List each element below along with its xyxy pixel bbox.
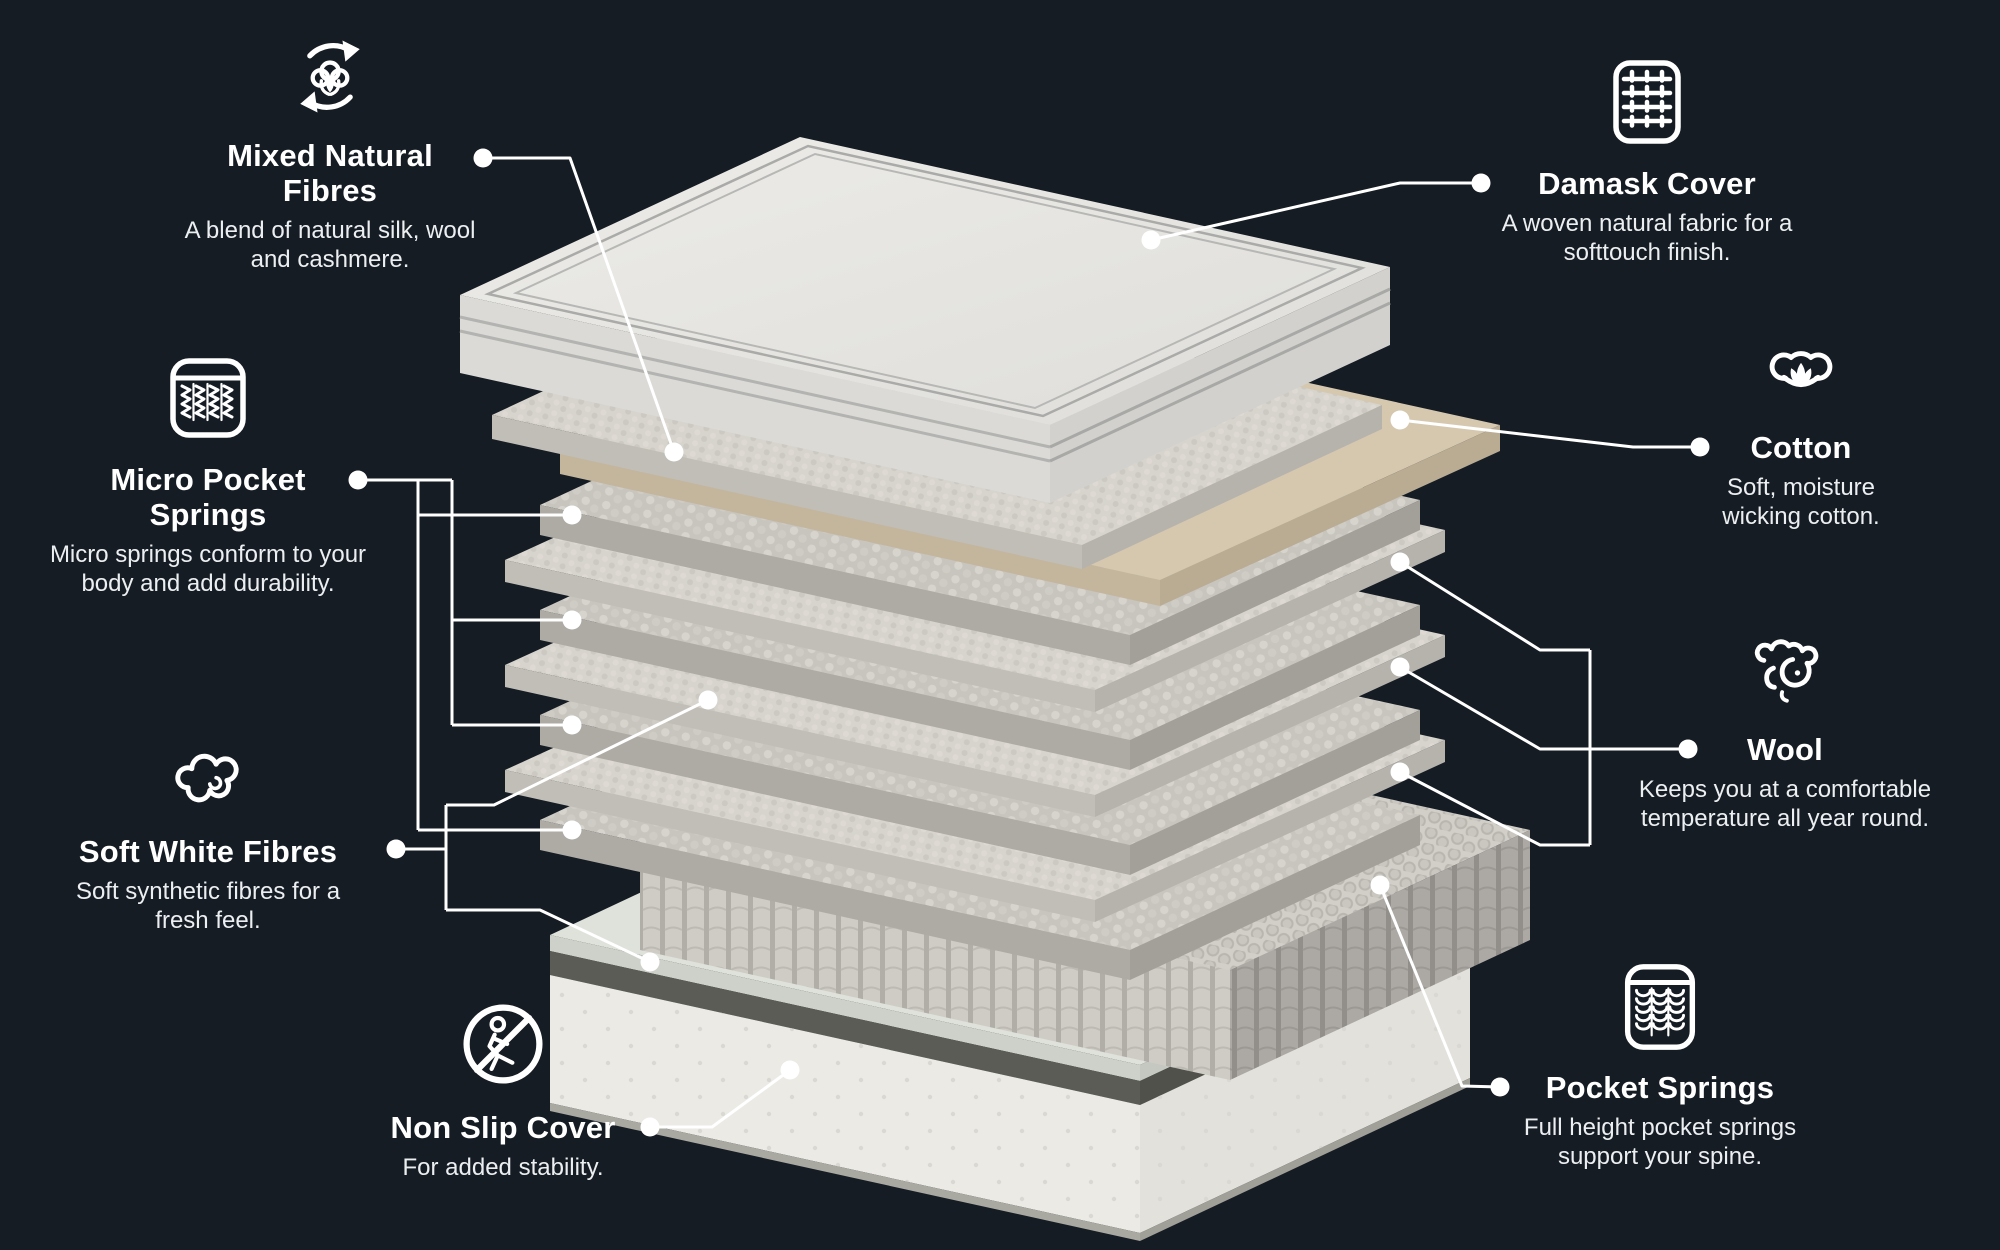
woven-fabric-icon — [1477, 52, 1817, 152]
dot-layer-micro-springs-1 — [562, 505, 582, 525]
dot-layer-non-slip — [780, 1060, 800, 1080]
line-micro-springs-outer-bracket — [416, 480, 572, 832]
dot-layer-cotton — [1390, 410, 1410, 430]
callout-description: Keeps you at a comfortable temperature a… — [1638, 776, 1932, 832]
callout-wool: Wool Keeps you at a comfortable temperat… — [1595, 622, 1975, 834]
pocket-springs-icon — [1490, 958, 1830, 1056]
natural-fibres-cycle-icon — [160, 28, 500, 124]
dot-label-non-slip — [640, 1117, 660, 1137]
callout-description: A blend of natural silk, wool and cashme… — [184, 217, 476, 273]
callout-title: Soft White Fibres — [78, 834, 338, 869]
dot-label-mixed — [473, 148, 493, 168]
callout-damask-cover: Damask Cover A woven natural fabric for … — [1477, 52, 1817, 268]
dot-layer-soft-fibres-upper — [698, 690, 718, 710]
callout-description: Soft, moisture wicking cotton. — [1722, 474, 1880, 530]
callout-description: Soft synthetic fibres for a fresh feel. — [75, 878, 341, 934]
callout-title: Pocket Springs — [1545, 1070, 1775, 1105]
callout-non-slip-cover: Non Slip Cover For added stability. — [333, 992, 673, 1183]
dot-layer-micro-springs-2 — [562, 610, 582, 630]
line-soft-white-fibres — [396, 698, 709, 964]
callout-title: Damask Cover — [1538, 166, 1756, 201]
dot-layer-wool-2 — [1390, 657, 1410, 677]
callout-description: For added stability. — [402, 1154, 604, 1182]
dot-layer-wool-3 — [1390, 762, 1410, 782]
callout-cotton: Cotton Soft, moisture wicking cotton. — [1640, 326, 1962, 532]
dot-label-damask — [1471, 173, 1491, 193]
callout-title: Non Slip Cover — [390, 1110, 616, 1145]
layer-damask-cover — [459, 137, 1391, 503]
dot-label-wool — [1678, 739, 1698, 759]
dot-layer-soft-fibres-lower — [640, 952, 660, 972]
dot-layer-micro-springs-4 — [562, 820, 582, 840]
sheep-icon — [1595, 622, 1975, 718]
line-micro-springs-inner-bracket — [450, 480, 572, 727]
callout-title: Mixed Natural Fibres — [227, 138, 433, 209]
line-pocket-springs — [1378, 884, 1501, 1089]
micro-pocket-springs-icon — [38, 348, 378, 448]
soft-fibres-cloud-icon — [38, 730, 378, 820]
line-cotton — [1399, 418, 1700, 449]
mattress-stack — [459, 137, 1530, 1241]
callout-micro-pocket-springs: Micro Pocket Springs Micro springs confo… — [38, 348, 378, 599]
callout-description: A woven natural fabric for a softtouch f… — [1501, 210, 1793, 266]
dot-label-micro-springs — [348, 470, 368, 490]
dot-label-pocket-springs — [1490, 1077, 1510, 1097]
callout-description: Full height pocket springs support your … — [1523, 1114, 1797, 1170]
callout-title: Cotton — [1750, 430, 1852, 465]
callout-mixed-natural-fibres: Mixed Natural Fibres A blend of natural … — [160, 28, 500, 275]
dot-layer-damask — [1141, 230, 1161, 250]
line-damask-cover — [1150, 181, 1481, 242]
callout-title: Wool — [1747, 732, 1823, 767]
dot-label-cotton — [1690, 437, 1710, 457]
line-mixed-natural-fibres — [483, 156, 676, 453]
line-wool-bracket — [1399, 560, 1688, 847]
callout-title: Micro Pocket Springs — [110, 462, 306, 533]
dot-label-soft-fibres — [386, 839, 406, 859]
cotton-boll-icon — [1640, 326, 1962, 416]
dot-layer-pocket-springs — [1370, 875, 1390, 895]
dot-layer-wool-1 — [1390, 552, 1410, 572]
dot-layer-micro-springs-3 — [562, 715, 582, 735]
dot-layer-mixed — [664, 442, 684, 462]
line-non-slip-cover — [650, 1068, 791, 1129]
callout-description: Micro springs conform to your body and a… — [49, 541, 367, 597]
callout-lines — [358, 156, 1700, 1129]
callout-soft-white-fibres: Soft White Fibres Soft synthetic fibres … — [38, 730, 378, 936]
non-slip-icon — [333, 992, 673, 1096]
callout-pocket-springs: Pocket Springs Full height pocket spring… — [1490, 958, 1830, 1172]
callout-dots — [348, 148, 1710, 1137]
